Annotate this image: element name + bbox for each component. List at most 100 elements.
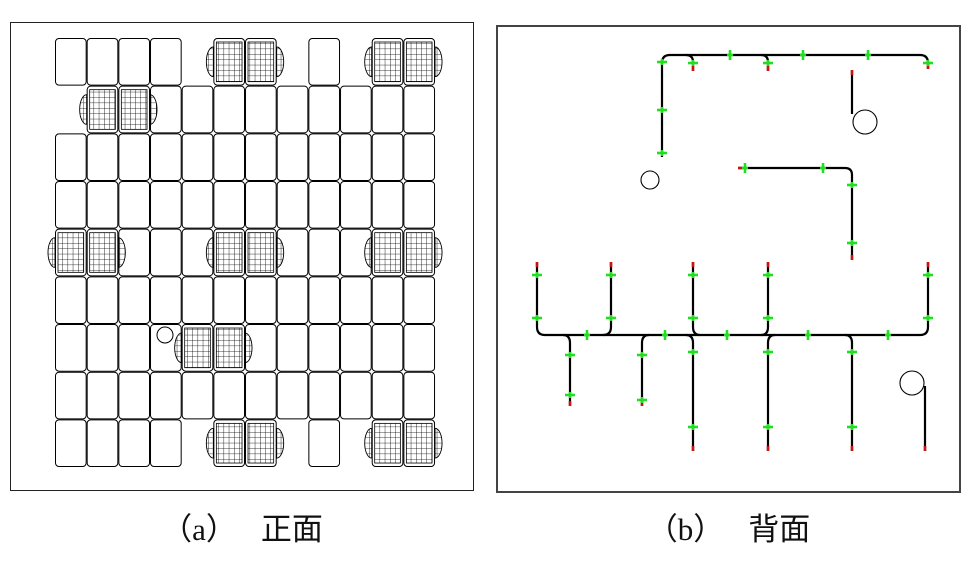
hatched-cell-bump xyxy=(149,93,157,125)
hatched-cell-bump xyxy=(78,93,87,125)
hatched-cell-mesh xyxy=(88,231,116,273)
junction-marker xyxy=(885,330,891,340)
grid-cell xyxy=(371,85,403,133)
grid-cell xyxy=(149,418,182,467)
junction-marker xyxy=(763,424,773,430)
grid-cell xyxy=(244,180,277,229)
grid-cell xyxy=(339,371,372,419)
grid-cell xyxy=(371,275,403,324)
hatched-cell-bump xyxy=(205,46,214,77)
hatched-cell-mesh xyxy=(183,327,211,368)
grid-cell xyxy=(212,371,245,419)
grid-cell xyxy=(54,418,87,467)
pipe-line xyxy=(602,262,613,337)
junction-marker xyxy=(688,272,698,278)
pipe-line xyxy=(760,262,770,337)
grid-cell xyxy=(117,323,150,372)
front-view-caption: （a） 正面 xyxy=(10,508,474,552)
grid-cell xyxy=(212,275,245,324)
pipe-line xyxy=(844,333,854,451)
hatched-cell-mesh xyxy=(247,422,274,463)
back-view-panel xyxy=(496,25,961,493)
hatched-cell-bump xyxy=(434,427,442,458)
hatched-cell-mesh xyxy=(215,41,242,82)
grid-cell xyxy=(244,275,277,324)
junction-marker xyxy=(584,330,590,340)
grid-cell xyxy=(307,323,340,372)
grid-cell xyxy=(276,85,308,133)
pipe-line xyxy=(766,333,776,451)
grid-cell xyxy=(149,132,182,181)
front-view-tag: （a） xyxy=(161,512,237,547)
grid-cell xyxy=(276,132,308,181)
hatched-cell-mesh xyxy=(247,41,274,82)
grid-cell xyxy=(307,228,340,276)
grid-cell xyxy=(307,371,340,419)
grid-cell xyxy=(244,85,277,133)
back-view-drawing xyxy=(532,50,933,451)
grid-cell xyxy=(402,180,435,229)
junction-marker xyxy=(847,424,857,430)
junction-marker xyxy=(606,315,616,321)
hatched-cell-bump xyxy=(244,332,252,363)
grid-cell xyxy=(117,37,150,86)
grid-cell xyxy=(339,323,372,372)
junction-marker xyxy=(565,352,575,358)
grid-cell xyxy=(276,275,308,324)
junction-marker xyxy=(637,397,647,403)
grid-cell xyxy=(339,275,372,324)
grid-cell xyxy=(402,132,435,181)
grid-cell xyxy=(276,371,308,419)
pipe-line xyxy=(535,262,930,337)
hatched-cell-bump xyxy=(47,236,55,268)
grid-cell xyxy=(371,323,403,372)
grid-cell xyxy=(117,275,150,324)
back-view-caption: （b）背面 xyxy=(496,508,961,552)
hatched-cell-bump xyxy=(363,46,372,77)
junction-marker xyxy=(637,352,647,358)
hatched-cell-mesh xyxy=(120,88,147,130)
grid-cell xyxy=(402,85,435,133)
cell-grid xyxy=(54,37,435,467)
junction-marker xyxy=(532,272,542,278)
hatched-cell-mesh xyxy=(373,41,401,82)
grid-cell xyxy=(212,132,245,181)
hatched-cell-mesh xyxy=(247,231,274,273)
back-view-tag: （b） xyxy=(646,512,725,547)
grid-cell xyxy=(276,180,308,229)
grid-cell xyxy=(371,371,403,419)
hatched-cell-bump xyxy=(275,427,284,458)
junction-marker xyxy=(727,50,733,60)
grid-cell xyxy=(307,37,340,86)
grid-cell xyxy=(181,132,213,181)
hatched-cell-bump xyxy=(117,236,126,268)
grid-cell xyxy=(402,323,435,372)
grid-cell xyxy=(371,180,403,229)
grid-cell xyxy=(212,180,245,229)
junction-marker xyxy=(763,349,773,355)
front-view-label: 正面 xyxy=(260,512,323,547)
hatched-cell-mesh xyxy=(373,231,401,273)
hole-circle xyxy=(640,170,660,190)
hatched-cell-mesh xyxy=(405,422,432,463)
hatched-cell-bump xyxy=(173,332,182,363)
grid-cell xyxy=(307,275,340,324)
grid-cell xyxy=(54,323,87,372)
junction-marker xyxy=(688,60,698,66)
junction-marker xyxy=(657,107,667,113)
grid-cell xyxy=(149,180,182,229)
junction-marker xyxy=(805,330,811,340)
hole-circle xyxy=(852,109,878,135)
junction-marker xyxy=(865,50,871,60)
pipe-line xyxy=(562,333,572,406)
grid-cell xyxy=(307,132,340,181)
hatched-cell-bump xyxy=(434,46,442,77)
junction-marker xyxy=(923,272,933,278)
hatched-cell-mesh xyxy=(215,327,242,368)
pipe-line xyxy=(691,262,701,337)
grid-cell xyxy=(181,85,213,133)
junction-marker xyxy=(742,163,748,173)
hatched-cell-mesh xyxy=(405,41,432,82)
hatched-cell-bump xyxy=(363,236,372,268)
grid-cell xyxy=(371,132,403,181)
